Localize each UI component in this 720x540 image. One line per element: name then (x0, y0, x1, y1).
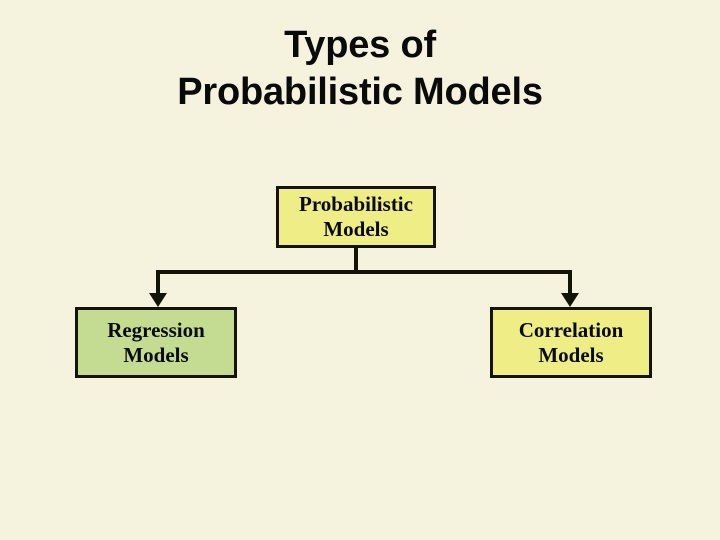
diagram-node-regression-models-label-line-2: Models (123, 342, 189, 367)
connector-horizontal-bar (156, 270, 572, 274)
connector-drop-right (568, 270, 572, 294)
page-title-line-1: Types of (284, 24, 436, 66)
arrow-down-icon-left (149, 293, 167, 307)
diagram-node-probabilistic-models-label-line-1: Probabilistic (299, 192, 413, 216)
diagram-node-regression-models: Regression Models (75, 307, 237, 378)
arrow-down-icon-right (561, 293, 579, 307)
diagram-node-probabilistic-models: Probabilistic Models (276, 186, 436, 248)
connector-stem-vertical (354, 248, 358, 274)
diagram-node-regression-models-label-line-1: Regression (107, 317, 205, 342)
connector-drop-left (156, 270, 160, 294)
diagram-node-correlation-models: Correlation Models (490, 307, 652, 378)
page-title: Types of Probabilistic Models (0, 22, 720, 116)
diagram-node-probabilistic-models-label-line-2: Models (323, 217, 389, 241)
page-title-line-2: Probabilistic Models (177, 71, 543, 113)
diagram-node-correlation-models-label-line-2: Models (538, 342, 604, 367)
diagram-node-correlation-models-label-line-1: Correlation (518, 317, 624, 342)
